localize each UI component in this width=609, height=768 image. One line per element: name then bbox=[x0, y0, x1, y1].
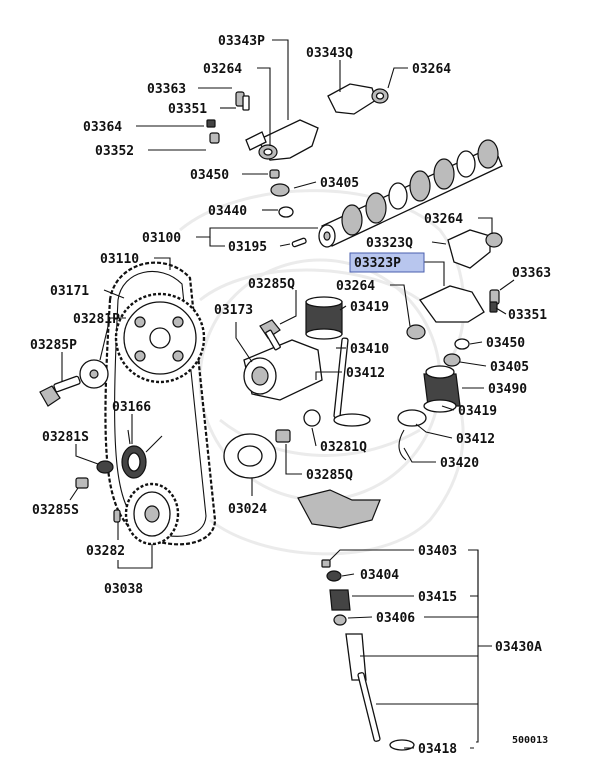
label-03264-top-left[interactable]: 03264 bbox=[203, 62, 242, 77]
adjust-screw-top bbox=[206, 91, 250, 144]
label-03363-right[interactable]: 03363 bbox=[512, 266, 551, 281]
label-03264-mid[interactable]: 03264 bbox=[336, 279, 375, 294]
label-03282[interactable]: 03282 bbox=[86, 544, 125, 559]
bolt-03285Q-top bbox=[259, 319, 281, 351]
label-03323Q[interactable]: 03323Q bbox=[366, 236, 413, 251]
label-03440[interactable]: 03440 bbox=[208, 204, 247, 219]
label-03490[interactable]: 03490 bbox=[488, 382, 527, 397]
rocker-arm-03343P bbox=[245, 119, 319, 161]
plate-03024 bbox=[223, 433, 277, 479]
crankshaft-sprocket bbox=[124, 482, 180, 546]
washer-03281P-inner bbox=[89, 369, 99, 379]
camshaft-sprocket bbox=[114, 292, 206, 384]
label-03450-right[interactable]: 03450 bbox=[486, 336, 525, 351]
label-03110[interactable]: 03110 bbox=[100, 252, 139, 267]
valve-assembly-right bbox=[397, 338, 470, 461]
rocker-arm-03323Q bbox=[447, 229, 503, 269]
highlight-box bbox=[349, 252, 425, 273]
label-03364[interactable]: 03364 bbox=[83, 120, 122, 135]
label-03450-top[interactable]: 03450 bbox=[190, 168, 229, 183]
label-03419-lower[interactable]: 03419 bbox=[458, 404, 497, 419]
label-03415[interactable]: 03415 bbox=[418, 590, 457, 605]
label-03419-upper[interactable]: 03419 bbox=[350, 300, 389, 315]
tensioner-03173 bbox=[243, 339, 323, 401]
label-03406[interactable]: 03406 bbox=[376, 611, 415, 626]
label-03285Q-mid[interactable]: 03285Q bbox=[306, 468, 353, 483]
label-03343P[interactable]: 03343P bbox=[218, 34, 265, 49]
bolt-03285Q-mid bbox=[275, 429, 291, 443]
label-03352[interactable]: 03352 bbox=[95, 144, 134, 159]
label-03024[interactable]: 03024 bbox=[228, 502, 267, 517]
valve-cotter-upper bbox=[269, 169, 294, 218]
pin-03282 bbox=[113, 509, 121, 523]
camshaft bbox=[318, 139, 503, 248]
label-03281Q[interactable]: 03281Q bbox=[320, 440, 367, 455]
label-03363-top[interactable]: 03363 bbox=[147, 82, 186, 97]
label-03351-top[interactable]: 03351 bbox=[168, 102, 207, 117]
tensioner-spring bbox=[121, 429, 163, 479]
footer-code: 500013 bbox=[512, 735, 548, 746]
label-03410[interactable]: 03410 bbox=[350, 342, 389, 357]
label-03038[interactable]: 03038 bbox=[104, 582, 143, 597]
label-03166[interactable]: 03166 bbox=[112, 400, 151, 415]
label-03171[interactable]: 03171 bbox=[50, 284, 89, 299]
label-03418[interactable]: 03418 bbox=[418, 742, 457, 757]
label-03403[interactable]: 03403 bbox=[418, 544, 457, 559]
label-03264-right[interactable]: 03264 bbox=[424, 212, 463, 227]
camshaft-pin bbox=[291, 237, 307, 248]
label-03405-right[interactable]: 03405 bbox=[490, 360, 529, 375]
bolt-03285P bbox=[39, 375, 81, 407]
washer-03281Q bbox=[303, 409, 321, 427]
bracket bbox=[297, 489, 381, 529]
label-03412-upper[interactable]: 03412 bbox=[346, 366, 385, 381]
label-03285Q-top[interactable]: 03285Q bbox=[248, 277, 295, 292]
bolt-03285S bbox=[75, 477, 89, 489]
label-03264-top-right[interactable]: 03264 bbox=[412, 62, 451, 77]
label-03412-lower[interactable]: 03412 bbox=[456, 432, 495, 447]
label-03404[interactable]: 03404 bbox=[360, 568, 399, 583]
label-03323P[interactable]: 03323P bbox=[354, 256, 401, 271]
label-03195[interactable]: 03195 bbox=[228, 240, 267, 255]
rocker-arm-03323P bbox=[406, 285, 500, 340]
label-03173[interactable]: 03173 bbox=[214, 303, 253, 318]
label-03281P[interactable]: 03281P bbox=[73, 312, 120, 327]
label-03285P[interactable]: 03285P bbox=[30, 338, 77, 353]
label-03420[interactable]: 03420 bbox=[440, 456, 479, 471]
washer-03281S bbox=[96, 460, 114, 474]
leader-lines bbox=[61, 39, 515, 749]
label-03281S[interactable]: 03281S bbox=[42, 430, 89, 445]
label-03100[interactable]: 03100 bbox=[142, 231, 181, 246]
label-03430A[interactable]: 03430A bbox=[495, 640, 542, 655]
part-labels: 03343P 03343Q 03264 03264 03363 03351 03… bbox=[30, 34, 551, 757]
label-03285S[interactable]: 03285S bbox=[32, 503, 79, 518]
label-03343Q[interactable]: 03343Q bbox=[306, 46, 353, 61]
valve-assembly-03430A bbox=[321, 559, 415, 751]
label-03405-top[interactable]: 03405 bbox=[320, 176, 359, 191]
spring-03419 bbox=[305, 296, 343, 340]
label-03351-right[interactable]: 03351 bbox=[508, 308, 547, 323]
rocker-arm-03343Q bbox=[327, 83, 389, 115]
valve-03410 bbox=[333, 337, 371, 427]
